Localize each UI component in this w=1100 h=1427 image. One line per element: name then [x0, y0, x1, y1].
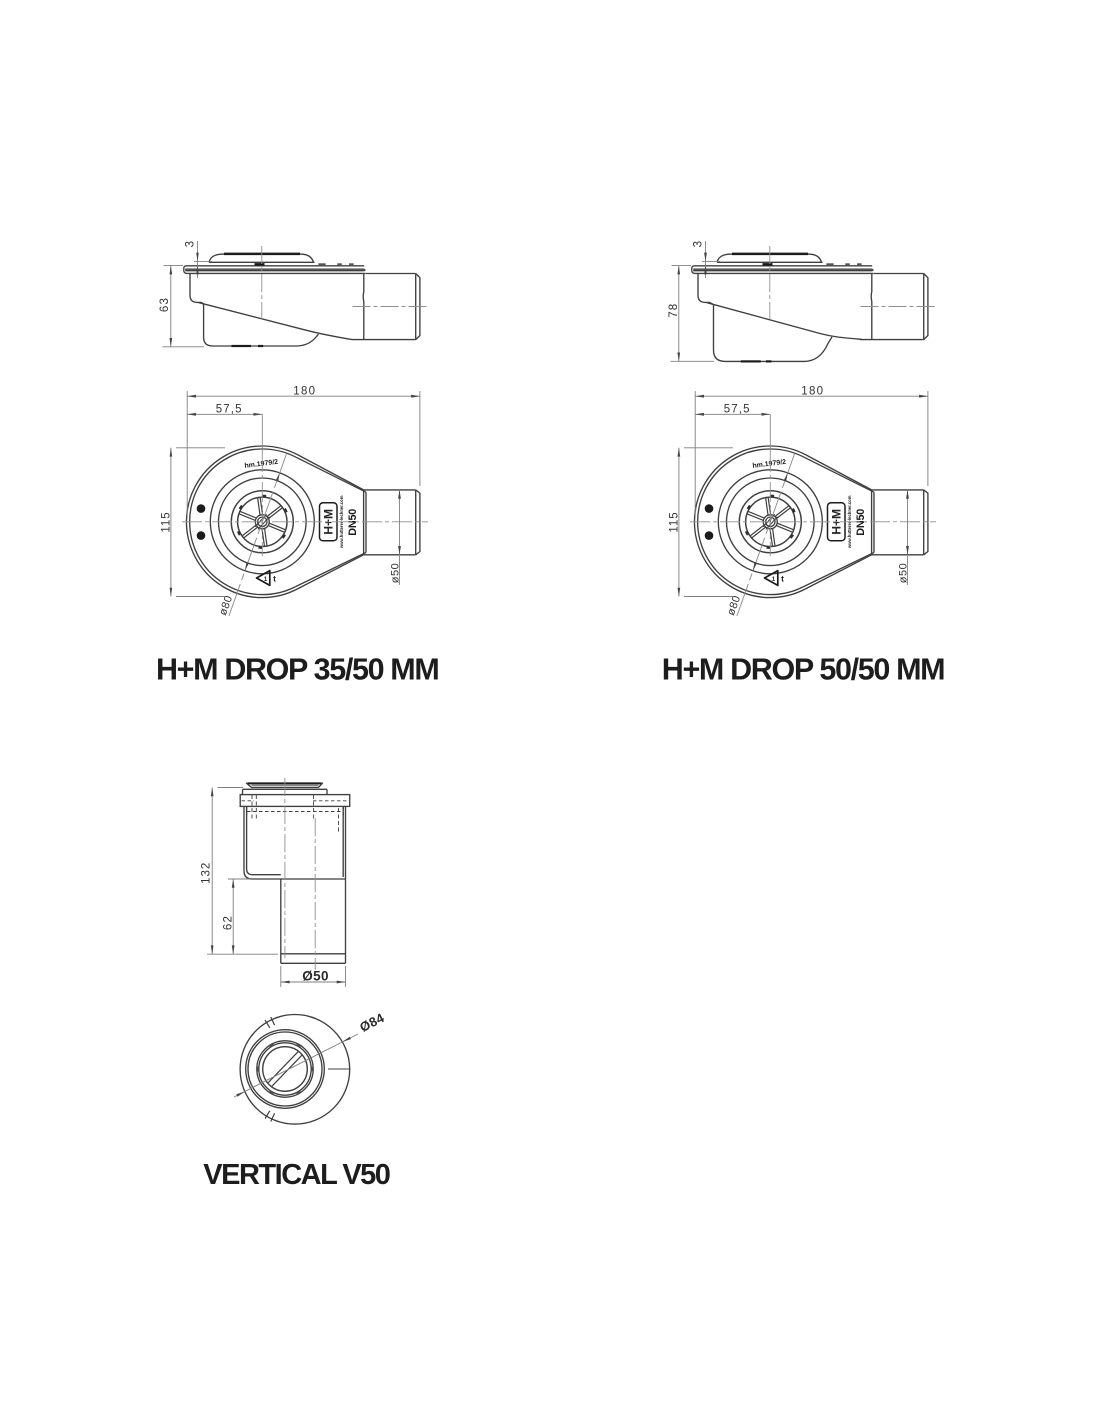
svg-text:Ø50: Ø50: [302, 969, 329, 984]
svg-text:Ø84: Ø84: [357, 1010, 387, 1035]
svg-text:DN50: DN50: [855, 509, 867, 536]
svg-text:57,5: 57,5: [724, 403, 751, 415]
svg-text:180: 180: [801, 386, 824, 398]
svg-text:H+M DROP 50/50 MM: H+M DROP 50/50 MM: [662, 653, 944, 687]
svg-text:ø50: ø50: [390, 563, 402, 583]
svg-text:hm.1979/2: hm.1979/2: [244, 459, 279, 470]
svg-text:115: 115: [160, 511, 172, 532]
svg-text:ø50: ø50: [898, 563, 910, 583]
svg-text:1: 1: [264, 577, 268, 583]
svg-text:57,5: 57,5: [216, 403, 243, 415]
svg-text:62: 62: [222, 915, 234, 930]
svg-text:H+M DROP 35/50 MM: H+M DROP 35/50 MM: [156, 653, 438, 687]
svg-text:hm.1979/2: hm.1979/2: [752, 459, 787, 470]
svg-text:63: 63: [159, 297, 171, 312]
svg-text:180: 180: [293, 386, 316, 398]
svg-text:t: t: [781, 573, 784, 583]
svg-text:3: 3: [184, 241, 196, 247]
svg-text:t: t: [273, 573, 276, 583]
svg-text:78: 78: [668, 303, 680, 318]
svg-text:1: 1: [772, 577, 776, 583]
svg-text:DN50: DN50: [347, 509, 359, 536]
svg-text:VERTICAL V50: VERTICAL V50: [203, 1159, 390, 1191]
svg-text:115: 115: [668, 511, 680, 532]
svg-text:132: 132: [201, 862, 213, 884]
svg-text:3: 3: [692, 241, 704, 247]
